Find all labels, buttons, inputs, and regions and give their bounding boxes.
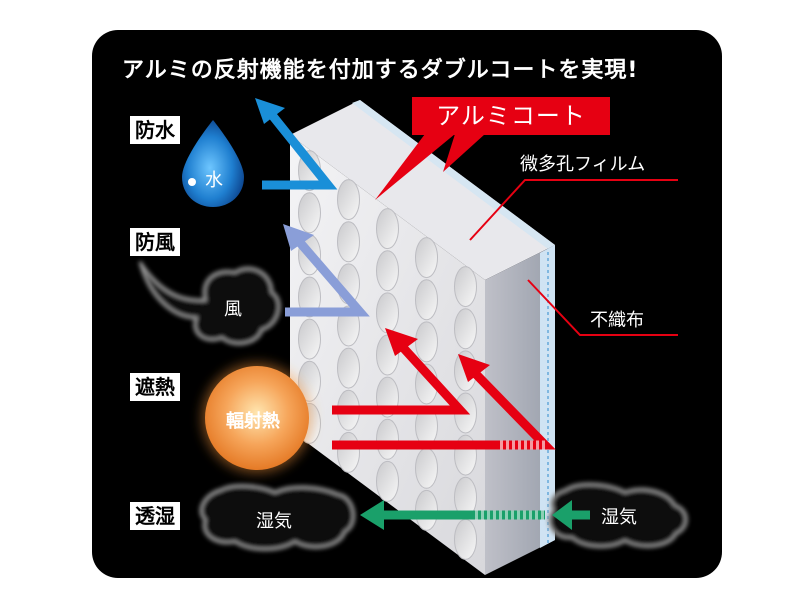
- pore-hole: [415, 279, 438, 321]
- pore-hole: [454, 266, 477, 308]
- diagram-panel: [92, 30, 722, 578]
- nonwoven-label: 不織布: [590, 310, 644, 331]
- pore-hole: [376, 250, 399, 292]
- water-label: 水: [205, 170, 223, 191]
- pore-hole: [376, 460, 399, 502]
- wind-label: 風: [224, 299, 242, 320]
- pore-hole: [415, 237, 438, 279]
- pore-hole: [298, 192, 321, 234]
- pore-hole: [337, 431, 360, 473]
- coat-edge-top: [352, 100, 555, 249]
- aluminum-coat-pointer: [375, 134, 485, 200]
- wind-arrow: [283, 224, 370, 317]
- humidity-inside-label: 湿気: [601, 507, 637, 528]
- headline: アルミの反射機能を付加するダブルコートを実現!: [122, 58, 639, 83]
- radiant-heat-icon: [195, 356, 319, 480]
- pore-hole: [415, 447, 438, 489]
- nonwoven-leader-line: [527, 279, 678, 336]
- pore-hole: [298, 318, 321, 360]
- heat-arrow-upper: [332, 328, 471, 415]
- block-side-face: [485, 245, 555, 575]
- pore-hole: [415, 321, 438, 363]
- breathable-tag: 透湿: [130, 502, 180, 530]
- humidity-cloud-outside-icon: [199, 484, 356, 551]
- water-drop-icon: [182, 120, 244, 207]
- waterproof-tag: 防水: [130, 116, 180, 144]
- windproof-tag: 防風: [130, 228, 180, 256]
- heat-shield-tag: 遮熱: [130, 373, 180, 401]
- aluminum-coat-callout: アルミコート: [412, 97, 610, 135]
- material-block: [290, 100, 555, 575]
- pore-hole: [454, 518, 477, 560]
- pore-hole: [454, 308, 477, 350]
- pore-hole: [298, 276, 321, 318]
- humidity-arrow-through: [360, 500, 545, 530]
- radiant-heat-label: 輻射熱: [226, 411, 280, 432]
- diagram-art: [138, 98, 688, 575]
- humidity-arrow-outer: [552, 500, 590, 530]
- heat-arrow-lower: [332, 354, 556, 450]
- humidity-cloud-inside-icon: [547, 482, 688, 549]
- pore-hole: [376, 208, 399, 250]
- humidity-outside-label: 湿気: [256, 511, 292, 532]
- pore-hole: [337, 347, 360, 389]
- pore-hole: [337, 221, 360, 263]
- pore-hole: [415, 489, 438, 531]
- water-arrow: [255, 98, 338, 190]
- pore-hole: [337, 179, 360, 221]
- film-leader-line: [469, 179, 678, 241]
- pore-hole: [376, 418, 399, 460]
- pore-hole: [376, 292, 399, 334]
- microporous-film-label: 微多孔フィルム: [520, 154, 646, 175]
- wind-cloud-icon: [138, 261, 281, 346]
- block-top-face: [290, 100, 555, 280]
